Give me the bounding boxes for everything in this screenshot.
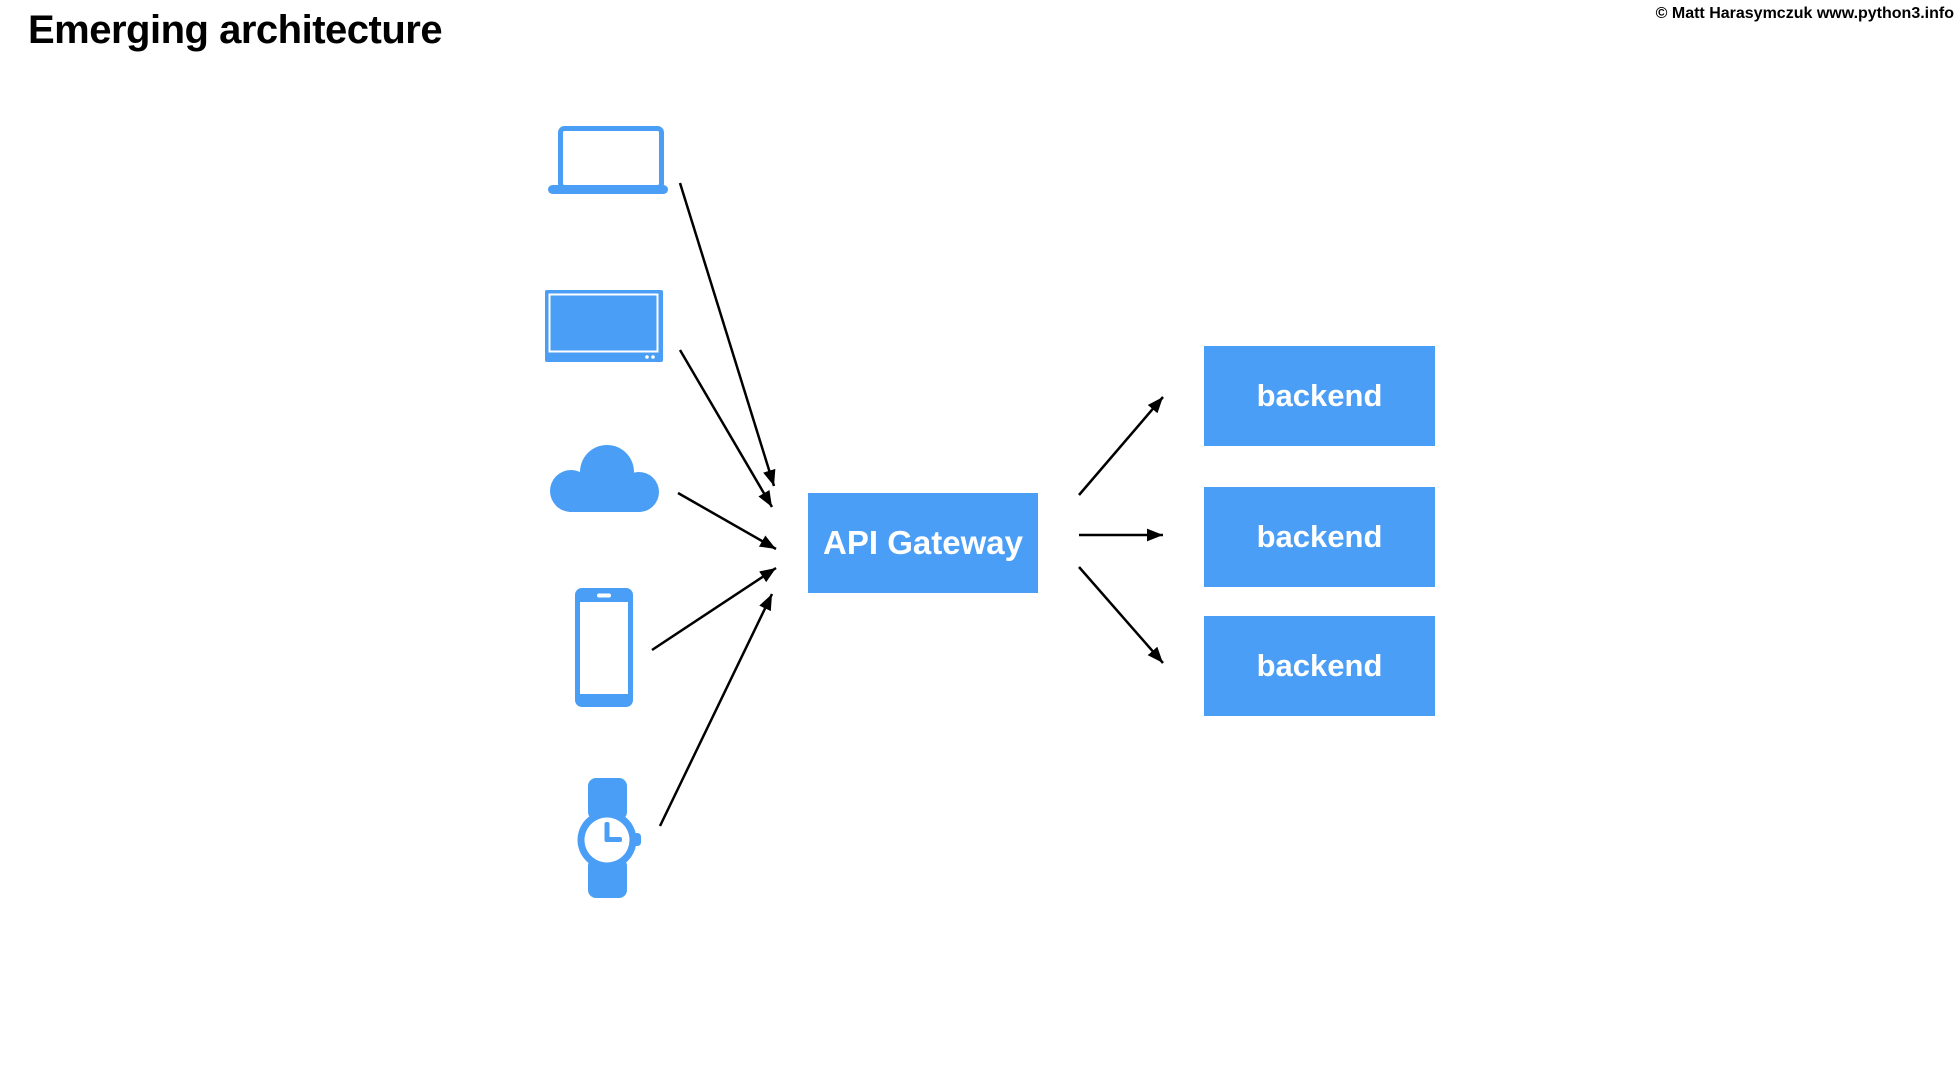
arrow-cloud-to-gateway (677, 491, 777, 551)
backend-label: backend (1256, 378, 1383, 413)
cloud-icon (545, 442, 665, 513)
smartwatch-icon (575, 775, 645, 900)
arrow-smartphone-to-gateway (651, 566, 777, 652)
backend-label: backend (1256, 519, 1383, 554)
arrow-laptop-to-gateway (678, 182, 776, 487)
slide-title: Emerging architecture (28, 8, 443, 52)
backend-node-2: backend (1204, 487, 1435, 587)
copyright-text: © Matt Harasymczuk www.python3.info (1655, 5, 1954, 22)
api-gateway-node: API Gateway (808, 493, 1038, 593)
laptop-icon (548, 126, 668, 196)
backend-label: backend (1256, 648, 1383, 683)
arrow-gateway-to-backend-1 (1078, 396, 1164, 496)
arrow-smartwatch-to-gateway (658, 593, 774, 827)
smartphone-icon (575, 588, 633, 707)
arrow-tv-to-gateway (678, 349, 774, 508)
api-gateway-label: API Gateway (823, 524, 1023, 561)
tv-icon (545, 290, 663, 362)
backend-node-1: backend (1204, 346, 1435, 446)
arrow-gateway-to-backend-3 (1078, 566, 1164, 664)
backend-node-3: backend (1204, 616, 1435, 716)
